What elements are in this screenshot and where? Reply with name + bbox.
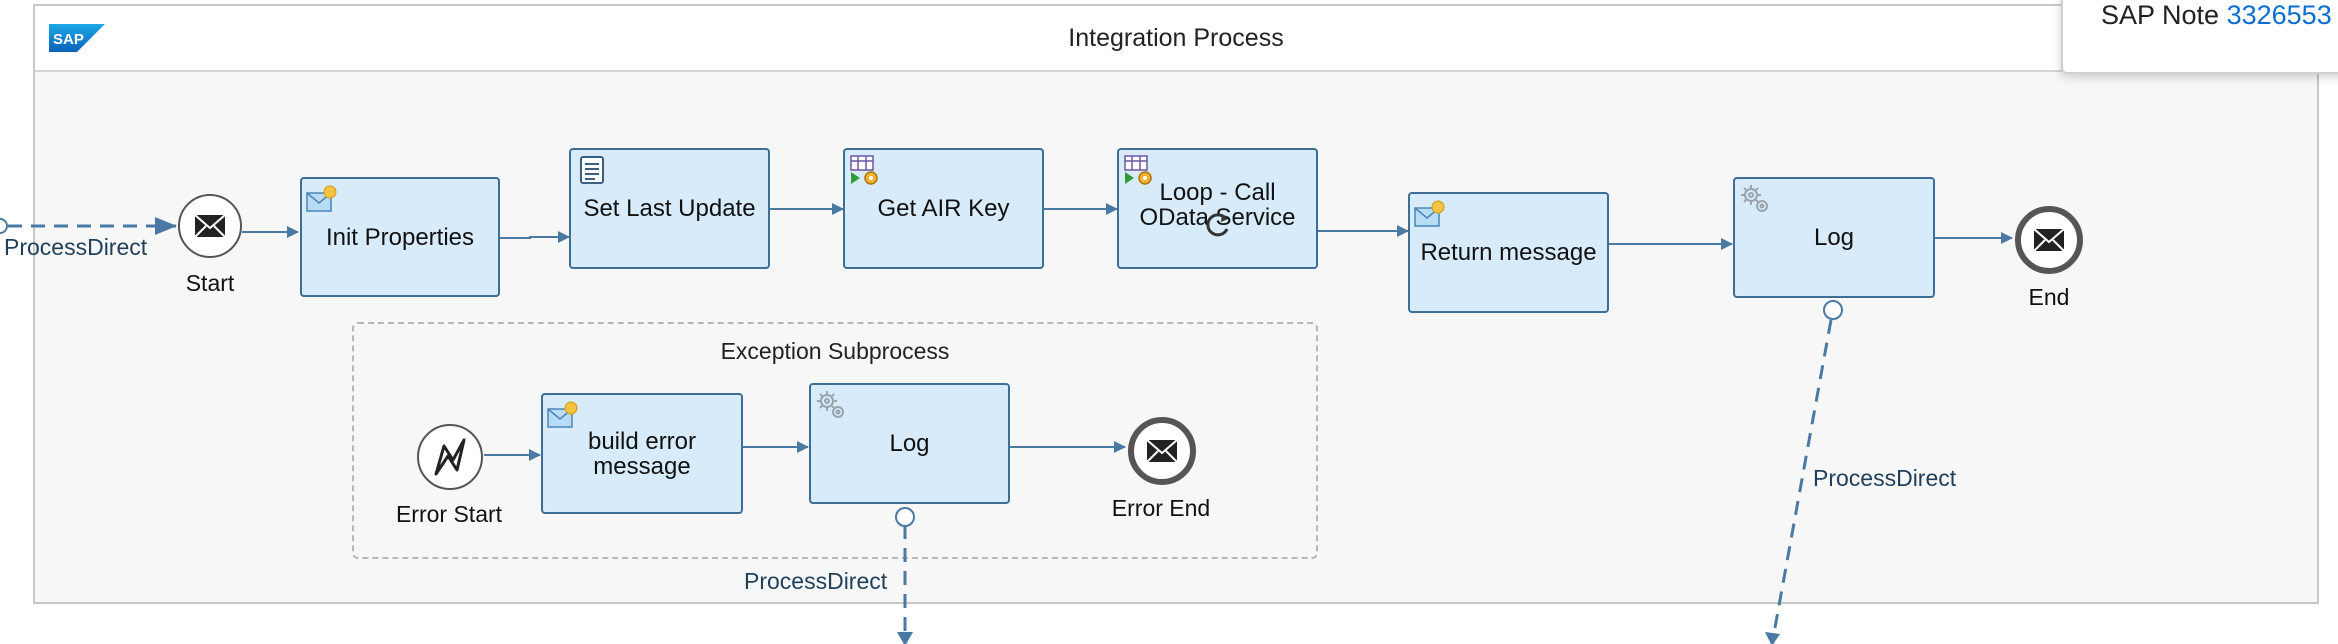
log-main-process-direct-flow[interactable] bbox=[1765, 300, 1843, 644]
task-label: Set Last Update bbox=[583, 195, 756, 222]
start-event[interactable] bbox=[178, 194, 242, 258]
task-log[interactable]: Log bbox=[1733, 177, 1935, 298]
end-event[interactable] bbox=[2015, 206, 2083, 274]
subprocess-title: Exception Subprocess bbox=[720, 338, 950, 364]
table-gear-icon bbox=[850, 155, 878, 185]
error-start-event[interactable] bbox=[417, 424, 483, 490]
pool-header: SAP Integration Process bbox=[35, 6, 2317, 72]
log-error-flow-label: ProcessDirect bbox=[744, 568, 888, 594]
script-icon bbox=[580, 156, 604, 184]
task-label: Get AIR Key bbox=[877, 195, 1010, 222]
flow-init-to-setlastupdate[interactable] bbox=[500, 231, 570, 243]
task-return-message[interactable]: Return message bbox=[1408, 192, 1609, 313]
task-build-error-message[interactable]: build error message bbox=[541, 393, 743, 514]
gear-icon bbox=[817, 391, 844, 418]
envelope-sun-icon bbox=[1414, 200, 1445, 227]
sap-note-prefix: SAP Note bbox=[2101, 0, 2220, 30]
envelope-sun-icon bbox=[306, 185, 337, 212]
integration-process-pool: SAP Integration Process bbox=[33, 4, 2319, 604]
start-event-label: Start bbox=[185, 270, 235, 296]
incoming-process-direct-flow[interactable] bbox=[0, 217, 177, 235]
task-init-properties[interactable]: Init Properties bbox=[300, 177, 500, 297]
task-label: Log bbox=[889, 430, 930, 457]
error-end-event[interactable] bbox=[1128, 417, 1196, 485]
task-set-last-update[interactable]: Set Last Update bbox=[569, 148, 770, 269]
task-label: Log bbox=[1813, 224, 1855, 251]
task-label: Return message bbox=[1420, 239, 1597, 266]
error-start-event-label: Error Start bbox=[395, 501, 503, 527]
sap-note-link[interactable]: 3326553 bbox=[2226, 0, 2332, 30]
sap-note-text: SAP Note 3326553 bbox=[2101, 0, 2332, 31]
log-main-flow-label: ProcessDirect bbox=[1813, 465, 1957, 491]
lightning-icon bbox=[434, 438, 466, 476]
envelope-icon bbox=[194, 214, 226, 238]
log-error-process-direct-flow[interactable] bbox=[895, 507, 915, 644]
exception-subprocess[interactable]: Exception Subprocess bbox=[352, 322, 1318, 559]
pool-title: Integration Process bbox=[1068, 24, 1284, 52]
envelope-icon bbox=[2033, 228, 2065, 252]
task-label: Init Properties bbox=[325, 223, 475, 251]
end-event-label: End bbox=[2028, 284, 2070, 310]
error-end-event-label: Error End bbox=[1111, 495, 1211, 521]
task-label: build error message bbox=[587, 427, 697, 480]
sap-logo-icon: SAP bbox=[49, 24, 105, 52]
sap-note-popover: SAP Note 3326553 bbox=[2061, 0, 2338, 74]
gear-icon bbox=[1741, 185, 1768, 212]
envelope-icon bbox=[1146, 439, 1178, 463]
envelope-sun-icon bbox=[547, 401, 578, 428]
incoming-flow-label: ProcessDirect bbox=[4, 234, 148, 260]
task-log-error[interactable]: Log bbox=[809, 383, 1010, 504]
task-loop-call-odata-service[interactable]: Loop - Call OData Service bbox=[1117, 148, 1318, 269]
sap-logo-text: SAP bbox=[53, 31, 84, 48]
task-label: Loop - Call OData Service bbox=[1139, 178, 1296, 231]
table-gear-icon bbox=[1124, 155, 1152, 185]
refresh-spinner-icon bbox=[1206, 213, 1229, 237]
task-get-air-key[interactable]: Get AIR Key bbox=[843, 148, 1044, 269]
